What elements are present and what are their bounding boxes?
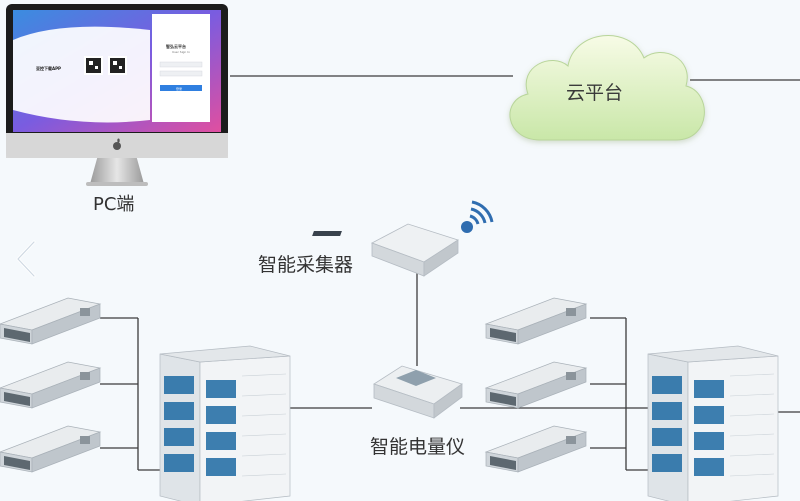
outdoor-unit — [647, 345, 779, 501]
cloud-label: 云平台 — [566, 82, 624, 104]
collector-label: 智能采集器 — [258, 254, 354, 276]
login-button: 登录 — [176, 87, 183, 91]
meter-label: 智能电量仪 — [370, 436, 466, 458]
pc-label: PC端 — [93, 194, 135, 215]
chevron-left-icon[interactable] — [12, 238, 46, 280]
login-title: 智弘云平台 — [166, 44, 186, 49]
outdoor-unit — [159, 345, 291, 501]
app-download-text: 亚控下载APP — [36, 66, 61, 71]
login-subtitle: User Sign In — [172, 50, 191, 54]
